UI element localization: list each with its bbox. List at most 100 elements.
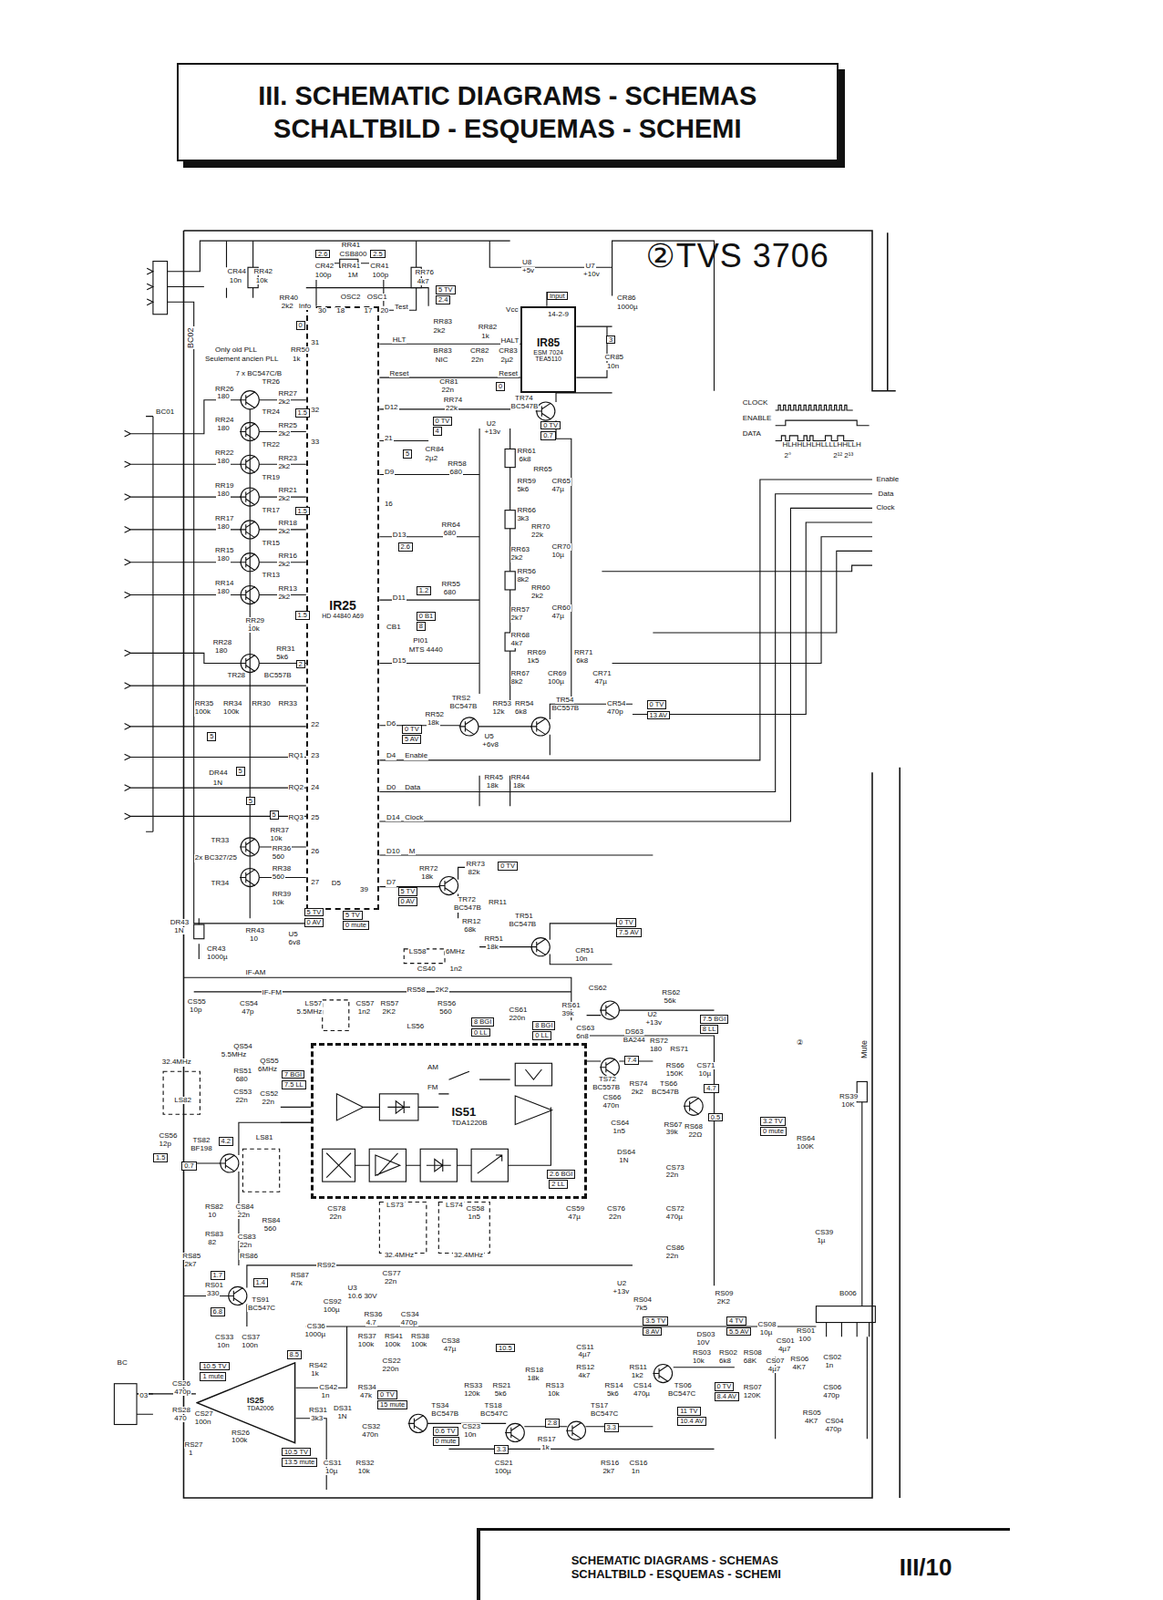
part-label: RS74 xyxy=(628,1080,649,1088)
part-label: RR12 xyxy=(461,917,482,926)
part-label: CB1 xyxy=(385,623,402,631)
part-label: 4µ7 xyxy=(777,1345,793,1353)
voltage-box: 1 mute xyxy=(199,1371,227,1381)
voltage-box: 0 mute xyxy=(760,1126,787,1136)
part-label: 2k2 xyxy=(630,1088,645,1096)
part-label: 470p xyxy=(822,1391,841,1400)
part-label: RR52 xyxy=(424,710,445,719)
part-label: +13v xyxy=(483,428,503,436)
block-diagram xyxy=(375,1152,401,1176)
part-label: RS09 xyxy=(714,1289,735,1297)
part-label: RS16 xyxy=(599,1459,620,1467)
part-label: 1n2 xyxy=(449,965,464,973)
part-label: 1k xyxy=(540,1443,550,1452)
part-label: 17 xyxy=(363,307,374,315)
part-label: CS78 xyxy=(326,1204,347,1213)
part-label: 22k xyxy=(444,404,459,412)
part-label: BR83 xyxy=(432,347,453,355)
part-label: LS82 xyxy=(173,1096,193,1104)
part-label: 10k xyxy=(546,1389,561,1398)
part-label: CS61 xyxy=(507,1006,528,1014)
voltage-box: 0 AV xyxy=(398,896,418,906)
part-label: RS92 xyxy=(316,1261,337,1269)
part-label: RR83 xyxy=(432,318,453,326)
part-label: RS28 xyxy=(171,1406,192,1414)
part-label: U2 xyxy=(485,420,497,428)
connector-name: BC02 xyxy=(186,326,196,350)
timing-diagram xyxy=(775,435,855,442)
part-label: 68K xyxy=(742,1357,758,1365)
voltage-box: 13 AV xyxy=(647,710,670,721)
part-label: BC xyxy=(116,1358,129,1367)
part-label: 2k2 xyxy=(530,592,545,600)
part-label: 10µ xyxy=(698,1070,713,1078)
part-label: CS23 xyxy=(461,1422,482,1431)
part-label: 47µ xyxy=(550,612,566,620)
part-label: RR70 xyxy=(530,523,551,531)
timing-diagram xyxy=(775,420,870,426)
part-label: CS36 xyxy=(306,1322,327,1330)
part-label: 470 xyxy=(173,1414,187,1422)
wire xyxy=(183,866,632,1020)
part-label: 2K2 xyxy=(434,986,450,994)
part-label: CR41 xyxy=(369,262,390,270)
part-label: 4.7 xyxy=(365,1318,378,1327)
node-text: IS51TDA1220B xyxy=(451,1104,487,1127)
coil-box xyxy=(403,948,445,964)
voltage-box: 15 mute xyxy=(377,1399,408,1410)
part-label: RR34 xyxy=(222,699,243,708)
part-label: ② xyxy=(795,1039,804,1047)
part-label: RR27 xyxy=(277,390,298,398)
part-label: RR65 xyxy=(532,465,553,474)
part-label: CR70 xyxy=(550,543,571,551)
part-label: RQ2 xyxy=(288,783,305,792)
part-label: CS56 xyxy=(158,1132,179,1140)
part-label: TR19 xyxy=(261,473,282,482)
part-label: B006 xyxy=(838,1289,858,1297)
part-label: 560 xyxy=(271,873,286,881)
part-label: 22n xyxy=(236,1211,251,1219)
part-label: 2k2 xyxy=(277,494,291,503)
block-diagram xyxy=(471,1148,508,1182)
part-label: CR86 xyxy=(616,294,637,302)
connector-symbol xyxy=(124,430,154,819)
part-label: U5 xyxy=(483,732,495,741)
part-label: 1n2 xyxy=(357,1008,371,1016)
wire xyxy=(479,392,613,704)
part-label: 21 xyxy=(383,434,394,443)
part-label: BC547C xyxy=(667,1389,697,1398)
part-label: RR72 xyxy=(418,864,439,873)
part-label: 4k7 xyxy=(577,1371,592,1380)
part-label: RQ1 xyxy=(288,751,305,760)
part-label: RS83 xyxy=(204,1230,225,1238)
part-label: U2 xyxy=(647,1010,659,1019)
part-label: 1N xyxy=(336,1412,348,1421)
transistor-symbol xyxy=(219,1153,239,1173)
part-label: RR16 xyxy=(277,552,298,560)
part-label: TS34 xyxy=(430,1401,450,1410)
part-label: 7 x BC547C/B xyxy=(234,370,283,378)
part-label: RS61 xyxy=(561,1001,582,1009)
part-label: 1µ xyxy=(815,1236,826,1245)
part-label: 5k6 xyxy=(606,1389,620,1398)
part-label: 1n5 xyxy=(467,1213,482,1221)
connector-symbol xyxy=(145,416,154,833)
part-label: BC547B xyxy=(430,1410,460,1418)
part-label: 10K xyxy=(840,1101,855,1109)
part-label: Seulement ancien PLL xyxy=(204,355,280,363)
part-label: RR17 xyxy=(214,514,235,523)
part-label: 6k8 xyxy=(575,657,589,665)
coil-box xyxy=(438,1201,490,1253)
part-label: DS63 xyxy=(624,1028,645,1036)
resistor-symbol xyxy=(504,571,515,590)
voltage-box: 0 xyxy=(495,381,505,392)
part-label: 2k2 xyxy=(277,398,291,406)
part-label: 1k5 xyxy=(526,657,541,665)
coil-box xyxy=(163,948,490,1254)
part-label: RS05 xyxy=(802,1409,823,1417)
part-label: 100p xyxy=(314,271,333,279)
part-label: 22 xyxy=(309,720,320,729)
voltage-box: 1.5 xyxy=(295,408,310,418)
coil-box xyxy=(163,1070,200,1114)
part-label: 10µ xyxy=(550,551,566,559)
